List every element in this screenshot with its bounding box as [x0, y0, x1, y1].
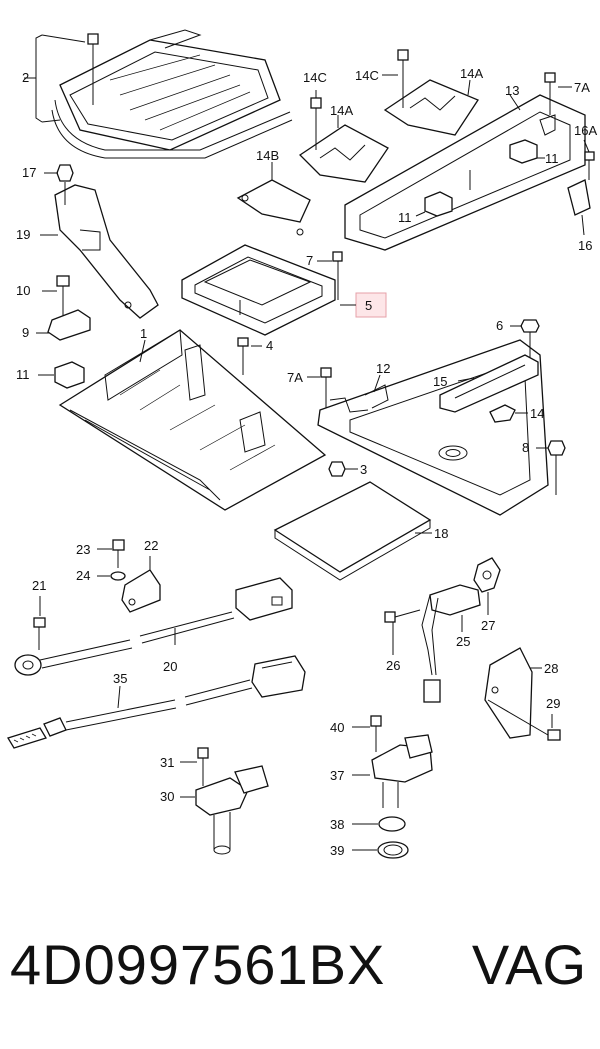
part-31-bolt [180, 747, 209, 786]
part-22-bracket [121, 556, 161, 613]
callout-5-highlight [355, 292, 387, 318]
callout-14a-right: 14A [460, 66, 483, 81]
part-20-knock-sensor [14, 577, 293, 676]
callout-25: 25 [456, 634, 470, 649]
part-24-washer [97, 571, 126, 581]
callout-13: 13 [505, 83, 519, 98]
callout-15: 15 [433, 374, 447, 389]
part-29-bolt [487, 699, 561, 741]
callout-11-upper: 11 [545, 151, 559, 166]
callout-5: 5 [365, 298, 372, 313]
part-15-bracket [439, 354, 539, 413]
callout-30: 30 [160, 789, 174, 804]
part-18-pad [273, 481, 432, 581]
part-1-ecu-tray [58, 329, 327, 511]
callout-11-left: 11 [16, 367, 30, 382]
part-35-lambda-sensor [7, 655, 306, 749]
part-30-sensor [180, 765, 269, 855]
part-27-gasket [473, 557, 501, 615]
part-23-bolt [97, 539, 125, 568]
part-10-bolt [42, 275, 70, 318]
callout-6: 6 [496, 318, 503, 333]
callout-35: 35 [113, 671, 127, 686]
callout-14c-right: 14C [355, 68, 379, 83]
callout-9: 9 [22, 325, 29, 340]
callout-29: 29 [546, 696, 560, 711]
callout-40: 40 [330, 720, 344, 735]
callout-24: 24 [76, 568, 90, 583]
exploded-parts-diagram: 2 17 19 10 9 11 1 4 [7, 29, 597, 859]
part-16-clip [567, 139, 595, 236]
callout-20: 20 [163, 659, 177, 674]
callout-37: 37 [330, 768, 344, 783]
callout-26: 26 [386, 658, 400, 673]
callout-11-lower: 11 [398, 210, 412, 225]
callout-14: 14 [530, 406, 544, 421]
callout-39: 39 [330, 843, 344, 858]
callout-8: 8 [522, 440, 529, 455]
part-14a-center-mount [298, 90, 389, 183]
part-11-block-lower [415, 191, 453, 217]
part-38-o-ring [352, 816, 406, 832]
part-14a-right-mount [382, 49, 479, 136]
part-2-ecu-cover [24, 29, 293, 159]
part-8-nut [536, 440, 566, 495]
callout-7a-top: 7A [574, 80, 590, 95]
part-25-cam-sensor [421, 584, 481, 703]
part-9-clip [36, 309, 91, 341]
callout-38: 38 [330, 817, 344, 832]
part-26-bolt [384, 609, 421, 655]
callout-10: 10 [16, 283, 30, 298]
part-14b-mount [236, 162, 311, 236]
callout-28: 28 [544, 661, 558, 676]
part-28-mount [484, 647, 542, 739]
part-13-upper-plate [344, 72, 586, 251]
part-39-clamp [352, 841, 409, 859]
part-number-text: 4D0997561BX [10, 933, 386, 996]
part-14-clip [489, 404, 528, 423]
callout-23: 23 [76, 542, 90, 557]
brand-text: VAG [471, 933, 586, 996]
callout-18: 18 [434, 526, 448, 541]
callout-22: 22 [144, 538, 158, 553]
callout-21: 21 [32, 578, 46, 593]
callout-7: 7 [306, 253, 313, 268]
part-19-bracket [40, 164, 159, 319]
callout-3: 3 [360, 462, 367, 477]
callout-4: 4 [266, 338, 273, 353]
callout-14b: 14B [256, 148, 279, 163]
callout-12: 12 [376, 361, 390, 376]
callout-16: 16 [578, 238, 592, 253]
callout-14c-left: 14C [303, 70, 327, 85]
callout-16a: 16A [574, 123, 597, 138]
part-11-block-left [38, 361, 85, 389]
callout-14a-center: 14A [330, 103, 353, 118]
part-number-footer: 4D0997561BX VAG [0, 930, 600, 1010]
part-3-nut [328, 461, 358, 477]
part-11-block-upper [509, 139, 545, 164]
part-21-bolt [33, 596, 46, 650]
part-37-sensor [352, 734, 433, 808]
callout-27: 27 [481, 618, 495, 633]
part-40-bolt [352, 715, 382, 752]
callout-31: 31 [160, 755, 174, 770]
callout-19: 19 [16, 227, 30, 242]
callout-1: 1 [140, 326, 147, 341]
callout-7a-mid: 7A [287, 370, 303, 385]
part-5-control-unit [181, 244, 387, 336]
part-6-bolt [510, 319, 540, 358]
callout-17: 17 [22, 165, 36, 180]
callout-2: 2 [22, 70, 29, 85]
